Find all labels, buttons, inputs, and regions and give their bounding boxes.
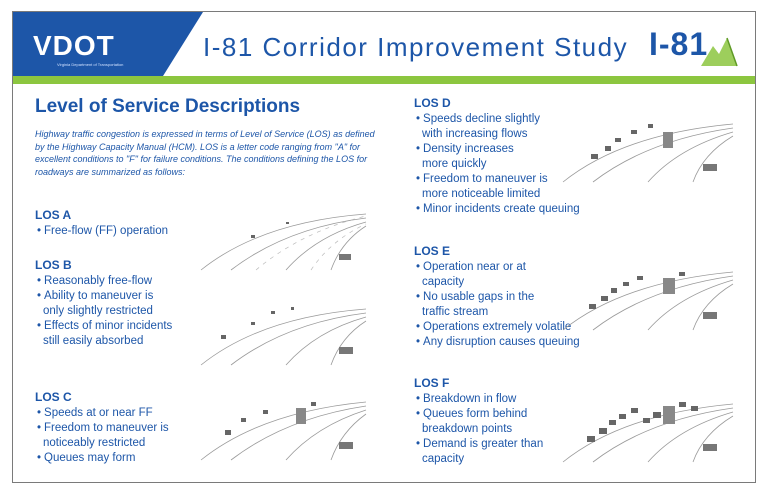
los-b-item: Reasonably free-flow xyxy=(35,274,175,289)
highway-illustration-los-a xyxy=(200,213,367,271)
los-f-item: Queues form behind breakdown points xyxy=(414,407,554,437)
badge-text: I-81 xyxy=(649,26,709,62)
highway-illustration-los-f xyxy=(562,402,734,463)
i81-badge: I-81 xyxy=(649,26,741,72)
page-title: I-81 Corridor Improvement Study xyxy=(203,32,629,62)
vdot-logo: VDOT xyxy=(33,30,115,62)
los-f-item: Demand is greater than capacity xyxy=(414,437,554,467)
los-f-item: Breakdown in flow xyxy=(414,392,554,407)
los-c-item: Freedom to maneuver is noticeably restri… xyxy=(35,421,175,451)
poster: VDOT Virginia Department of Transportati… xyxy=(12,11,756,483)
logo-subtext: Virginia Department of Transportation xyxy=(57,62,124,67)
los-e-item: Any disruption causes queuing xyxy=(414,335,604,350)
los-c-block: LOS C Speeds at or near FF Freedom to ma… xyxy=(35,390,175,466)
los-a-title: LOS A xyxy=(35,208,72,222)
los-e-item: Operations extremely volatile xyxy=(414,320,604,335)
los-d-item: Density increases more quickly xyxy=(414,142,542,172)
los-c-item: Speeds at or near FF xyxy=(35,406,175,421)
los-e-item: No usable gaps in the traffic stream xyxy=(414,290,540,320)
los-d-item: Freedom to maneuver is more noticeable l… xyxy=(414,172,562,202)
los-a-block: LOS A Free-flow (FF) operation xyxy=(35,208,205,239)
los-b-item: Ability to maneuver is only slightly res… xyxy=(35,289,175,319)
los-d-item: Speeds decline slightly with increasing … xyxy=(414,112,557,142)
los-e-block: LOS E Operation near or at capacity No u… xyxy=(414,244,604,350)
highway-illustration-los-d xyxy=(562,123,734,183)
highway-illustration-los-b xyxy=(200,307,367,366)
los-c-title: LOS C xyxy=(35,390,72,404)
los-b-block: LOS B Reasonably free-flow Ability to ma… xyxy=(35,258,175,349)
logo-text: VDOT xyxy=(33,30,115,61)
section-heading: Level of Service Descriptions xyxy=(35,96,301,117)
highway-illustration-los-c xyxy=(200,401,367,461)
header: VDOT Virginia Department of Transportati… xyxy=(13,12,755,76)
los-f-title: LOS F xyxy=(414,376,450,390)
intro-paragraph: Highway traffic congestion is expressed … xyxy=(35,129,375,177)
header-green-bar xyxy=(13,76,755,84)
los-e-item: Operation near or at capacity xyxy=(414,260,532,290)
los-b-item: Effects of minor incidents still easily … xyxy=(35,319,175,349)
highway-illustration-los-e xyxy=(562,271,734,331)
los-d-item: Minor incidents create queuing xyxy=(414,202,599,217)
los-e-title: LOS E xyxy=(414,244,451,258)
los-c-item: Queues may form xyxy=(35,451,175,466)
mountain-leaf-icon xyxy=(701,37,738,67)
los-d-title: LOS D xyxy=(414,96,451,110)
los-f-block: LOS F Breakdown in flow Queues form behi… xyxy=(414,376,554,467)
los-a-item: Free-flow (FF) operation xyxy=(35,224,205,239)
los-d-block: LOS D Speeds decline slightly with incre… xyxy=(414,96,599,217)
los-b-title: LOS B xyxy=(35,258,72,272)
